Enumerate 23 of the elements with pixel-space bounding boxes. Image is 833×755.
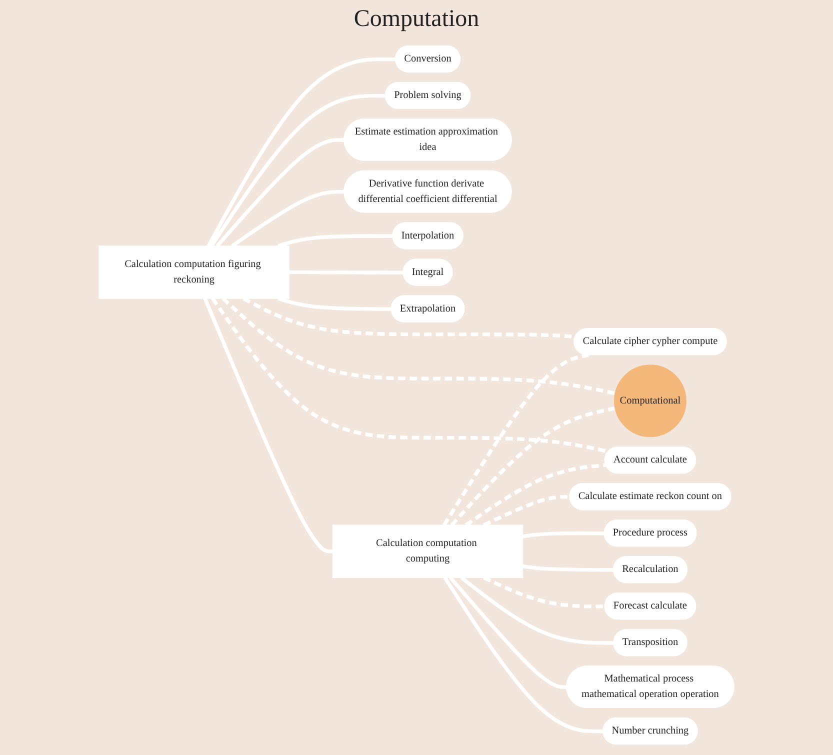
connector — [483, 576, 606, 608]
node-box: Calculation computation figuring reckoning — [98, 246, 290, 299]
connector — [203, 298, 333, 554]
connector — [483, 495, 570, 527]
connector — [216, 138, 344, 248]
connector — [442, 353, 589, 526]
connector — [443, 576, 604, 734]
node-circle: Computational — [614, 364, 686, 438]
connector — [464, 463, 606, 527]
connector — [522, 532, 604, 538]
connector — [210, 94, 386, 247]
connector — [278, 234, 393, 248]
connector — [222, 297, 616, 396]
connector — [278, 296, 392, 311]
connector — [449, 576, 567, 690]
connector — [231, 190, 344, 248]
node-box: Calculation computation computing — [332, 524, 524, 578]
connector — [460, 576, 614, 645]
diagram-title: Computation — [352, 6, 480, 33]
connector — [288, 270, 404, 274]
connector — [206, 57, 396, 247]
connector — [450, 406, 616, 526]
connector — [522, 564, 614, 572]
